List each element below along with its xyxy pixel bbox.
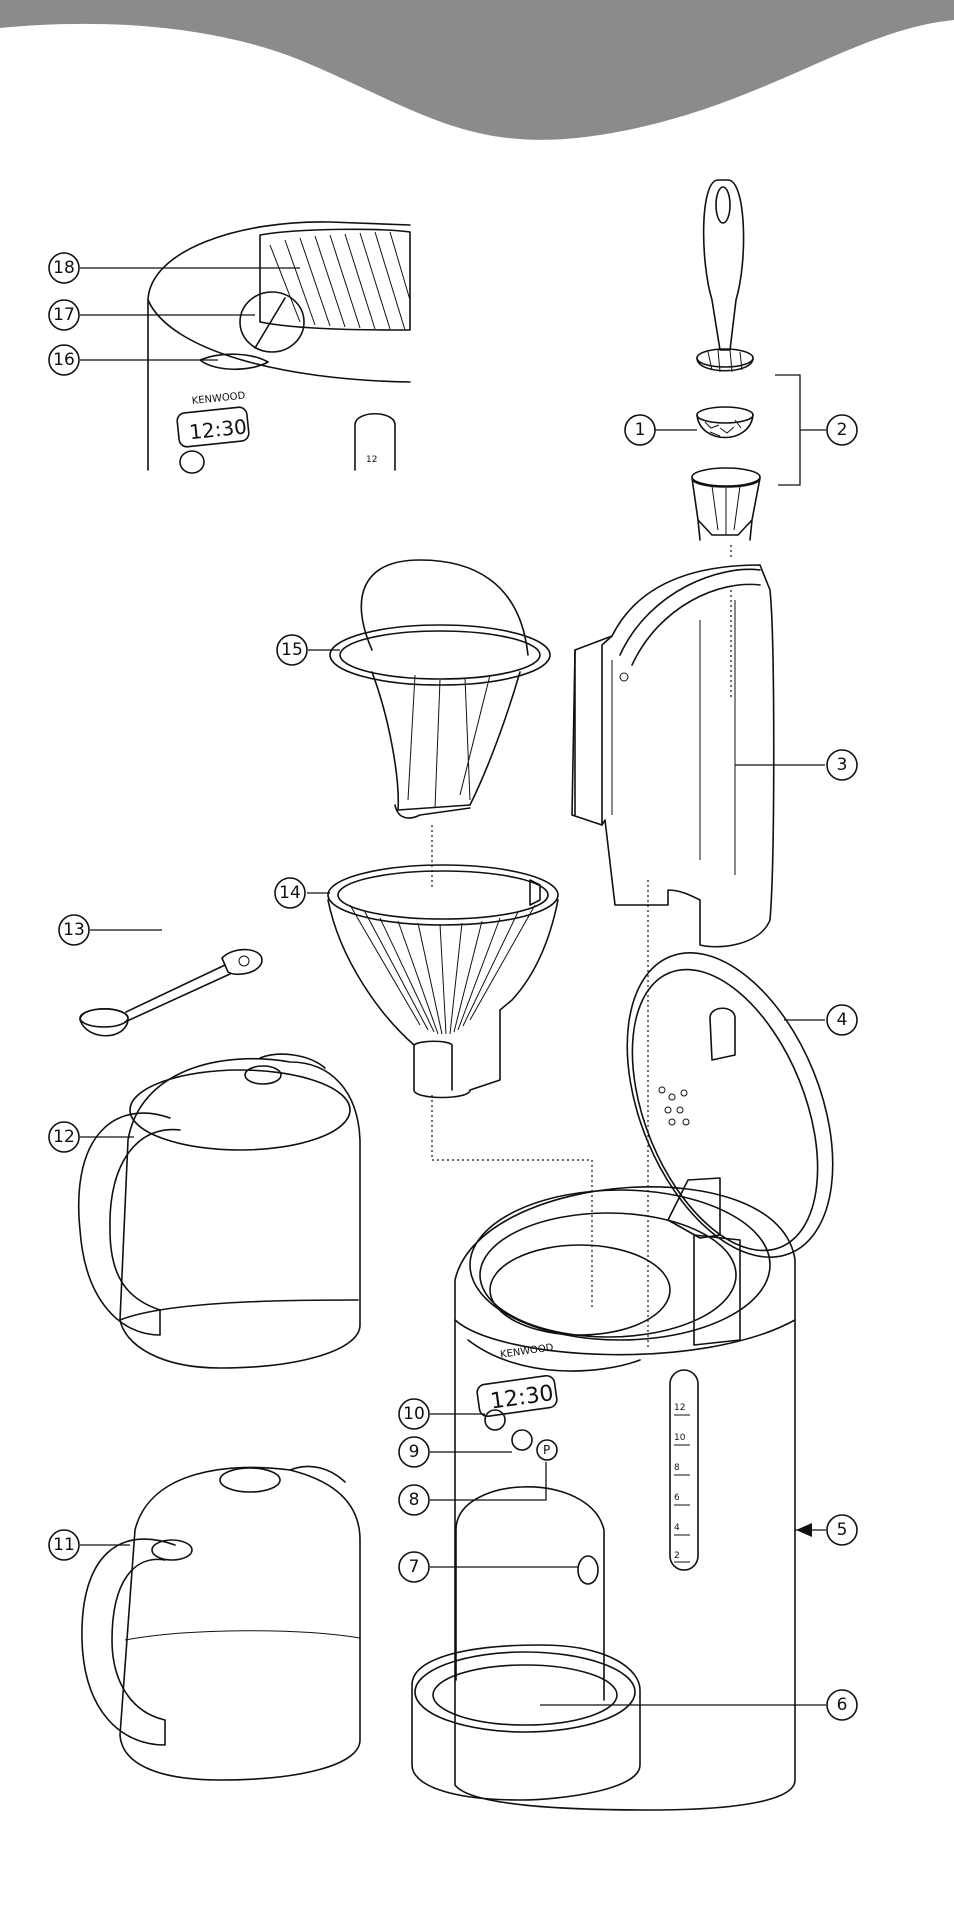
- callout-6: 6: [826, 1689, 858, 1721]
- water-filter-holder: [691, 179, 826, 541]
- body-brand-text: KENWOOD: [499, 1342, 554, 1360]
- svg-text:13: 13: [63, 920, 85, 940]
- top-vent-grille: [269, 231, 411, 331]
- svg-text:9: 9: [409, 1442, 420, 1462]
- callout-8: 8: [398, 1484, 430, 1516]
- svg-text:6: 6: [837, 1695, 848, 1715]
- gauge-mark-8: 8: [674, 1463, 680, 1473]
- svg-text:2: 2: [837, 420, 848, 440]
- svg-text:14: 14: [279, 883, 301, 903]
- water-filter-cartridge: [655, 406, 754, 439]
- callout-1: 1: [624, 414, 656, 446]
- svg-text:3: 3: [837, 755, 848, 775]
- callout-14: 14: [274, 877, 306, 909]
- svg-text:7: 7: [409, 1557, 420, 1577]
- svg-text:15: 15: [281, 640, 303, 660]
- thermal-jug: [77, 1053, 361, 1369]
- gauge-mark-6: 6: [674, 1493, 680, 1503]
- callout-16: 16: [48, 344, 80, 376]
- callout-15: 15: [276, 634, 308, 666]
- svg-text:5: 5: [837, 1520, 848, 1540]
- program-key-label: P: [543, 1443, 550, 1457]
- inset-brand-text: KENWOOD: [191, 390, 246, 407]
- gauge-mark-4: 4: [674, 1523, 680, 1533]
- svg-text:1: 1: [635, 420, 646, 440]
- svg-text:17: 17: [53, 305, 75, 325]
- alignment-line-basket: [431, 825, 593, 1310]
- callout-13: 13: [58, 914, 90, 946]
- callout-17: 17: [48, 299, 80, 331]
- callout-7: 7: [398, 1551, 430, 1583]
- measuring-scoop: [79, 929, 263, 1037]
- water-tank: [571, 564, 825, 948]
- alignment-line-filter: [647, 545, 732, 1350]
- callout-3: 3: [826, 749, 858, 781]
- svg-text:12: 12: [53, 1127, 75, 1147]
- glass-jug: [80, 1465, 361, 1781]
- machine-top-inset: KENWOOD 12:30 12: [147, 221, 411, 474]
- svg-text:11: 11: [53, 1535, 75, 1555]
- gauge-mark-2: 2: [674, 1551, 680, 1561]
- callout-10: 10: [398, 1398, 430, 1430]
- gauge-mark-10: 10: [674, 1433, 686, 1443]
- svg-text:4: 4: [837, 1010, 848, 1030]
- callout-9: 9: [398, 1436, 430, 1468]
- callout-18: 18: [48, 252, 80, 284]
- svg-text:10: 10: [403, 1404, 425, 1424]
- callout-11: 11: [48, 1529, 80, 1561]
- inset-gauge-top-mark: 12: [366, 455, 377, 465]
- svg-text:16: 16: [53, 350, 75, 370]
- callout-2: 2: [826, 414, 858, 446]
- header-wave-banner: [0, 0, 954, 140]
- gauge-mark-12: 12: [674, 1403, 685, 1413]
- coffee-maker-body: KENWOOD 12:30 P 12 10 8 6 4 2: [411, 1186, 826, 1811]
- arrow-5: [796, 1523, 812, 1537]
- hinged-lid: [626, 952, 834, 1258]
- inset-display-time: 12:30: [188, 414, 248, 444]
- permanent-filter-basket: [308, 559, 551, 819]
- water-level-gauge: 12 10 8 6 4 2: [674, 1403, 690, 1563]
- filter-funnel: [307, 864, 559, 1099]
- callout-12: 12: [48, 1121, 80, 1153]
- callout-4: 4: [826, 1004, 858, 1036]
- body-display-time: 12:30: [489, 1381, 555, 1415]
- svg-text:18: 18: [53, 258, 75, 278]
- svg-text:8: 8: [409, 1490, 420, 1510]
- callout-5: 5: [826, 1514, 858, 1546]
